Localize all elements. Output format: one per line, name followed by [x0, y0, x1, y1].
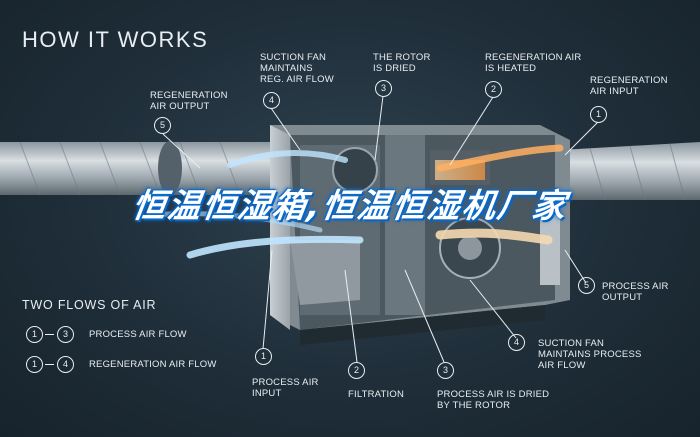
callout-label-process-output: PROCESS AIR OUTPUT — [602, 281, 669, 303]
legend-label: PROCESS AIR FLOW — [89, 329, 187, 340]
legend-to-badge: 3 — [57, 326, 74, 343]
callout-badge-process-input: 1 — [255, 348, 272, 365]
page-title: HOW IT WORKS — [22, 27, 209, 52]
legend-title: TWO FLOWS OF AIR — [22, 298, 157, 312]
process-air-flow — [147, 211, 553, 259]
dehumidifier-unit — [270, 125, 570, 345]
callout-badge-suction-fan-bottom: 4 — [508, 334, 525, 351]
callout-label-process-dried: PROCESS AIR IS DRIED BY THE ROTOR — [437, 389, 550, 411]
callout-badge-suction-fan-top: 4 — [263, 92, 280, 109]
callout-label-rotor-dried: THE ROTOR IS DRIED — [373, 52, 431, 74]
legend-label: REGENERATION AIR FLOW — [89, 359, 217, 370]
callout-badge-regen-heated: 2 — [485, 81, 502, 98]
callout-badge-regen-input: 1 — [590, 106, 607, 123]
legend-dash — [45, 334, 54, 336]
legend-to-badge: 4 — [57, 356, 74, 373]
left-duct — [0, 141, 275, 196]
callout-badge-filtration: 2 — [348, 362, 365, 379]
callout-label-suction-fan-top: SUCTION FAN MAINTAINS REG. AIR FLOW — [260, 52, 334, 85]
regeneration-air-flow — [227, 144, 564, 172]
legend-from-badge: 1 — [26, 326, 43, 343]
callout-badge-regen-output: 5 — [154, 117, 171, 134]
callout-label-regen-output: REGENERATION AIR OUTPUT — [150, 90, 228, 112]
callout-badge-rotor-dried: 3 — [375, 80, 392, 97]
legend-from-badge: 1 — [26, 356, 43, 373]
callout-label-process-input: PROCESS AIR INPUT — [252, 377, 319, 399]
leader-lines — [162, 95, 599, 363]
callout-badge-process-dried: 3 — [437, 362, 454, 379]
callout-label-filtration: FILTRATION — [348, 389, 405, 400]
legend-dash — [45, 364, 54, 366]
callout-badge-process-output: 5 — [578, 277, 595, 294]
watermark-text: 恒温恒湿箱,恒温恒湿机厂家 — [130, 186, 571, 225]
callout-label-regen-heated: REGENERATION AIR IS HEATED — [485, 52, 582, 74]
callout-label-suction-fan-bottom: SUCTION FAN MAINTAINS PROCESS AIR FLOW — [538, 338, 642, 371]
callout-label-regen-input: REGENERATION AIR INPUT — [590, 75, 668, 97]
right-duct — [560, 142, 700, 201]
